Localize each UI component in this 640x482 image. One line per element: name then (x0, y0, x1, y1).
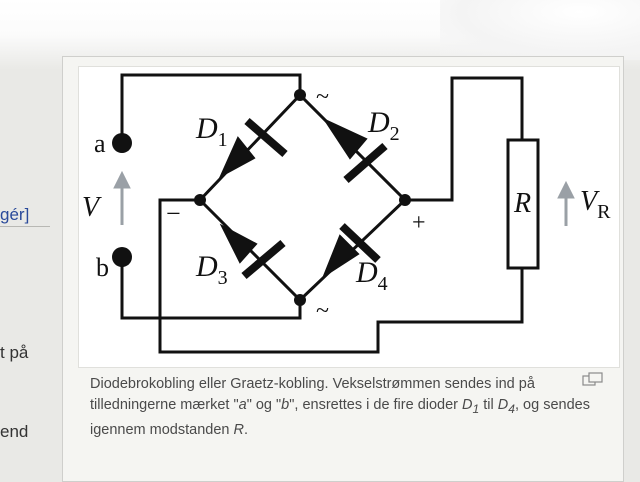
resistor-symbol (506, 138, 540, 270)
node-top (294, 89, 306, 101)
left-text-fragment-2: t på (0, 343, 29, 362)
caption-text-1: Diodebrokobling eller Graetz-kobling. Ve… (90, 376, 535, 413)
diode-d3-triangle (219, 223, 258, 264)
caption-text-4: til (479, 397, 498, 413)
wire-plus-resistor (403, 76, 524, 202)
figure-caption: Diodebrokobling eller Graetz-kobling. Ve… (90, 374, 600, 441)
wire-b-bottom (120, 260, 302, 320)
caption-d4: D4 (497, 397, 515, 416)
label-a: a (94, 129, 106, 158)
caption-text-5: , og sendes igennem modstanden (90, 397, 590, 438)
label-d4: D4 (355, 256, 388, 295)
label-plus: + (412, 210, 426, 236)
voltage-arrow-head (113, 170, 131, 189)
label-vr: VR (580, 186, 611, 223)
left-divider (0, 226, 50, 227)
caption-a: a (238, 397, 247, 413)
label-d1: D1 (195, 112, 228, 151)
label-v: V (82, 192, 102, 223)
enlarge-icon[interactable] (582, 372, 604, 386)
node-minus (194, 194, 206, 206)
caption-text-3: ", ensrettes i de fire dioder (289, 397, 463, 413)
caption-d1: D1 (462, 397, 480, 416)
diode-d2-triangle (322, 117, 368, 160)
terminal-b (112, 247, 132, 267)
terminal-a (112, 133, 132, 153)
label-b: b (96, 253, 109, 282)
caption-b: b (281, 397, 290, 413)
label-tilde-top: ~ (316, 84, 329, 110)
vr-arrow-head (557, 180, 575, 199)
screen-glare-corner (440, 0, 640, 60)
diode-d4-triangle (321, 234, 360, 279)
label-d3: D3 (195, 250, 228, 289)
node-plus (399, 194, 411, 206)
label-r: R (513, 188, 531, 219)
left-text-fragment-1[interactable]: gér] (0, 205, 30, 224)
label-minus: − (166, 199, 181, 228)
diode-d1-triangle (218, 136, 256, 179)
wire-minus-return (158, 198, 524, 354)
diode-d4-bar (339, 223, 381, 263)
diode-d3-bar (241, 239, 286, 280)
caption-text-2: " og " (246, 397, 282, 413)
diode-d1-bar (244, 117, 288, 158)
left-text-fragment-3: end (0, 422, 29, 441)
diode-d2-bar (343, 142, 388, 184)
caption-r: R (233, 421, 244, 438)
caption-text-6: . (243, 421, 249, 438)
label-tilde-bottom: ~ (316, 298, 329, 324)
node-bottom (294, 294, 306, 306)
label-d2: D2 (367, 106, 400, 145)
wire-a-top (120, 73, 302, 142)
